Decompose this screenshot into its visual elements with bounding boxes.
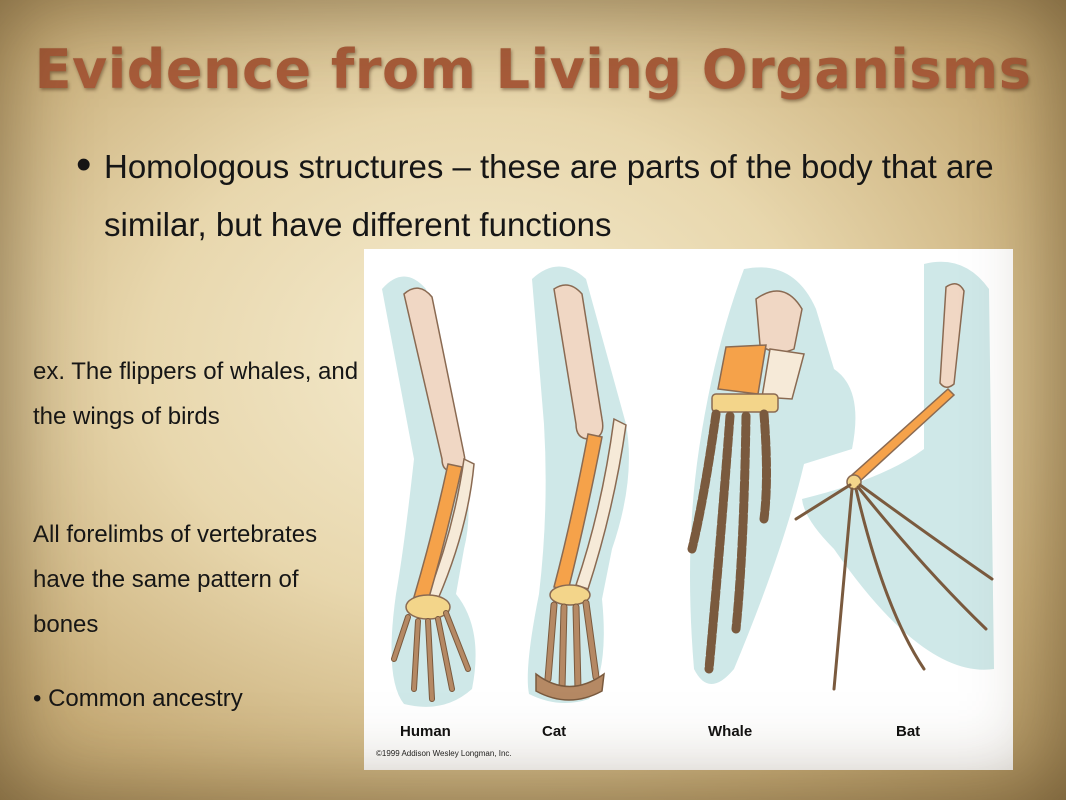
cat-forelimb — [535, 284, 627, 701]
main-bullet: • Homologous structures – these are part… — [76, 138, 1016, 254]
bullet-dot-icon: • — [76, 140, 92, 189]
label-cat: Cat — [542, 723, 567, 740]
human-silhouette — [382, 276, 476, 707]
whale-radius — [717, 344, 767, 395]
label-whale: Whale — [708, 723, 753, 740]
whale-humerus — [755, 290, 803, 353]
whale-flipper — [687, 290, 805, 674]
cat-carpals — [549, 584, 591, 606]
label-bat: Bat — [896, 723, 921, 740]
bat-humerus — [939, 283, 965, 388]
forelimb-illustration — [382, 261, 994, 707]
human-forelimb — [391, 287, 475, 702]
slide-title: Evidence from Living Organisms — [34, 38, 1032, 101]
whale-carpals — [711, 393, 779, 413]
human-carpals — [405, 594, 451, 620]
example-text: ex. The flippers of whales, and the wing… — [33, 358, 359, 430]
cat-paw — [535, 672, 605, 701]
whale-ulna — [761, 348, 805, 400]
label-human: Human — [400, 723, 451, 740]
bat-digits — [794, 483, 994, 691]
whale-digits — [687, 409, 771, 674]
forelimb-figure: Human Cat Whale Bat ©1999 Addison Wesley… — [364, 249, 1013, 770]
main-bullet-text: Homologous structures – these are parts … — [104, 148, 994, 243]
pattern-text: All forelimbs of vertebrates have the sa… — [33, 521, 318, 638]
bat-wing — [794, 283, 994, 691]
ancestry-bullet: • Common ancestry — [33, 685, 243, 712]
cat-humerus — [553, 284, 604, 440]
copyright-note: ©1999 Addison Wesley Longman, Inc. — [376, 749, 512, 758]
